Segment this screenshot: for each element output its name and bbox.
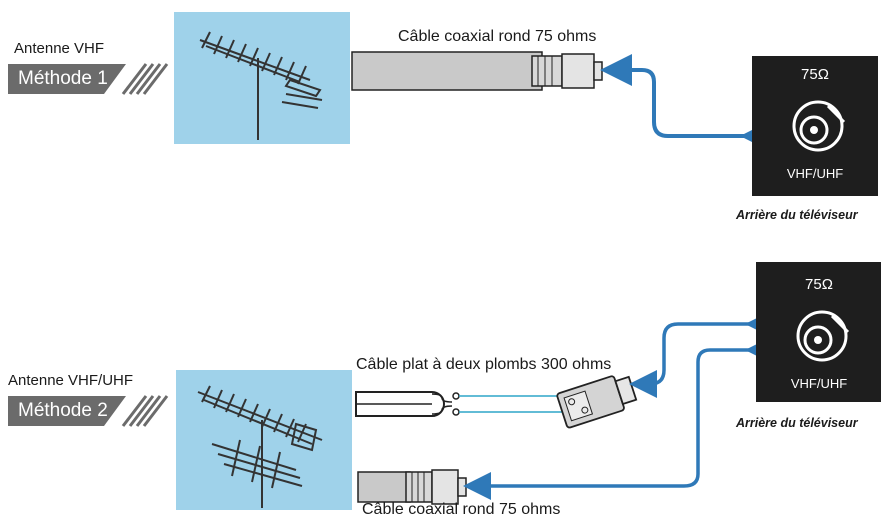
method2-coax-label: Câble coaxial rond 75 ohms — [362, 501, 561, 518]
method2-tv-band: VHF/UHF — [790, 376, 848, 391]
method1-banner: Méthode 1 — [8, 64, 126, 94]
method1-coax-label: Câble coaxial rond 75 ohms — [398, 28, 597, 45]
tv-jack-icon — [796, 310, 850, 362]
coax-connector-icon — [405, 469, 467, 505]
method2-tv-jack-panel: 75Ω VHF/UHF — [756, 262, 881, 402]
method1-tv-impedance: 75Ω — [801, 66, 829, 83]
method1-antenna-panel — [174, 12, 350, 144]
method1-antenna-label: Antenne VHF — [14, 40, 105, 57]
method2-banner: Méthode 2 — [8, 396, 126, 426]
tv-jack-icon — [792, 100, 846, 152]
method2-antenna-label: Antenne VHF/UHF — [8, 372, 134, 389]
method1-tv-jack-panel: 75Ω VHF/UHF — [752, 56, 878, 196]
method1-tv-band: VHF/UHF — [786, 166, 844, 181]
method1-tv-caption: Arrière du téléviseur — [736, 208, 858, 222]
method2-tv-caption: Arrière du téléviseur — [736, 416, 858, 430]
method2-tv-impedance: 75Ω — [805, 276, 833, 293]
